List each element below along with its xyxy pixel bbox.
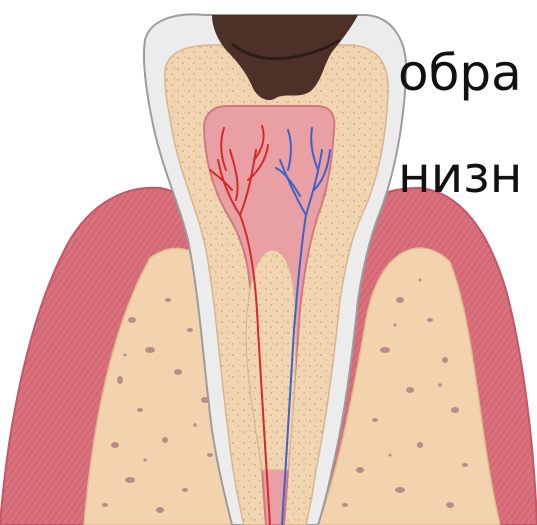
caption-line-2: низн <box>398 150 522 200</box>
caption-line-1: обра <box>398 48 522 98</box>
